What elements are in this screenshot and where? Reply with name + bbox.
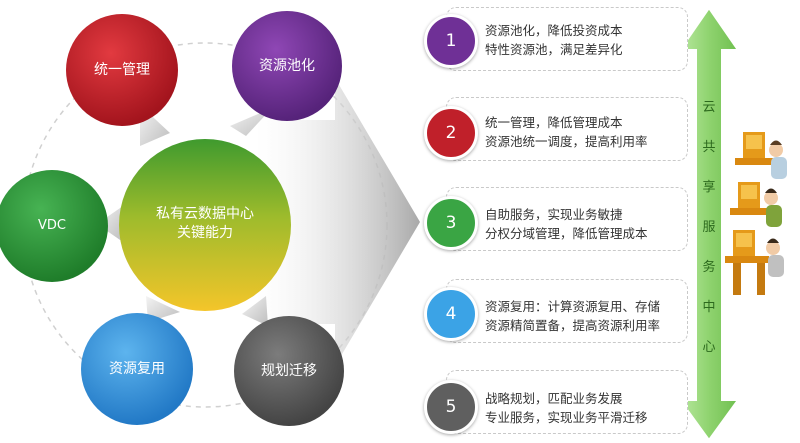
- item-3-line1: 自助服务，实现业务敏捷: [485, 207, 623, 222]
- item-box-4: [446, 279, 688, 343]
- side-label-char-2: 共: [702, 140, 716, 155]
- item-1-line2: 特性资源池，满足差异化: [485, 42, 623, 57]
- item-1-line1: 资源池化，降低投资成本: [485, 23, 623, 38]
- label-unified-management: 统一管理: [94, 62, 150, 78]
- item-text-5: 战略规划，匹配业务发展 专业服务，实现业务平滑迁移: [485, 389, 690, 427]
- item-5-line1: 战略规划，匹配业务发展: [485, 391, 623, 406]
- circle-unified-management: [66, 14, 178, 126]
- arrow-to-resource-reuse: [146, 296, 180, 322]
- item-text-2: 统一管理，降低管理成本 资源池统一调度，提高利用率: [485, 113, 690, 151]
- arrow-to-planning-migration: [242, 296, 268, 326]
- item-2-line1: 统一管理，降低管理成本: [485, 115, 623, 130]
- item-box-2: [446, 97, 688, 161]
- side-label-char-7: 心: [702, 340, 716, 355]
- circle-resource-reuse: [81, 313, 193, 425]
- item-text-3: 自助服务，实现业务敏捷 分权分域管理，降低管理成本: [485, 205, 690, 243]
- label-resource-reuse: 资源复用: [109, 361, 165, 377]
- item-badge-2: 2: [424, 106, 478, 160]
- item-4-line1: 资源复用：计算资源复用、存储: [485, 299, 661, 314]
- circle-planning-migration: [234, 316, 344, 426]
- item-box-1: [446, 7, 688, 71]
- arrow-to-vdc: [97, 206, 123, 242]
- item-5-line2: 专业服务，实现业务平滑迁移: [485, 410, 648, 425]
- label-resource-pooling: 资源池化: [259, 58, 315, 74]
- item-2-line2: 资源池统一调度，提高利用率: [485, 134, 648, 149]
- item-badge-1: 1: [424, 14, 478, 68]
- circle-vdc: [0, 170, 108, 282]
- item-3-line2: 分权分域管理，降低管理成本: [485, 226, 648, 241]
- item-text-4: 资源复用：计算资源复用、存储 资源精简置备，提高资源利用率: [485, 297, 690, 335]
- item-badge-3: 3: [424, 196, 478, 250]
- item-box-5: [446, 370, 688, 434]
- item-badge-5: 5: [424, 380, 478, 434]
- center-title: 私有云数据中心 关键能力: [135, 205, 275, 243]
- side-label-char-3: 享: [702, 180, 716, 195]
- item-text-1: 资源池化，降低投资成本 特性资源池，满足差异化: [485, 21, 690, 59]
- center-title-line1: 私有云数据中心: [156, 206, 254, 222]
- side-label-char-4: 服: [702, 220, 716, 235]
- item-badge-4: 4: [424, 287, 478, 341]
- label-planning-migration: 规划迁移: [261, 363, 317, 379]
- circle-resource-pooling: [232, 11, 342, 121]
- big-right-arrow: [255, 78, 420, 366]
- people-at-desks-icon: [725, 132, 787, 295]
- side-label-char-5: 务: [702, 260, 716, 275]
- item-box-3: [446, 187, 688, 251]
- side-label-char-1: 云: [702, 100, 716, 115]
- green-double-arrow: [678, 6, 740, 442]
- label-vdc: VDC: [38, 218, 66, 233]
- arrow-to-resource-pooling: [230, 108, 272, 136]
- side-label-char-6: 中: [702, 300, 716, 315]
- center-title-line2: 关键能力: [177, 225, 233, 241]
- center-circle: [119, 139, 291, 311]
- item-4-line2: 资源精简置备，提高资源利用率: [485, 318, 661, 333]
